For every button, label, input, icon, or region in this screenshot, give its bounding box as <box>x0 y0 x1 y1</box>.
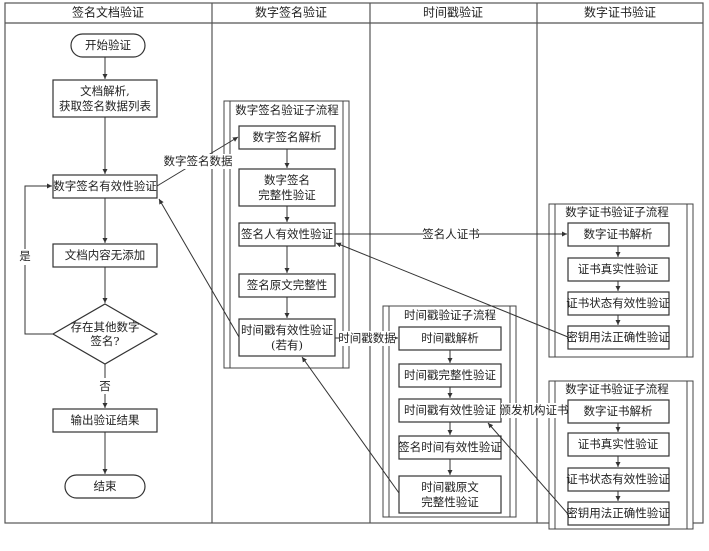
ts-step-parse-label: 时间戳解析 <box>421 331 479 345</box>
sig-validity-label: 数字签名有效性验证 <box>53 179 157 193</box>
end-terminal[interactable] <box>64 474 146 499</box>
ts-step-integrity-label: 时间戳完整性验证 <box>404 368 496 382</box>
cert-b-step-key-usage-label: 密钥用法正确性验证 <box>566 506 670 520</box>
sig-subprocess: 数字签名验证子流程 数字签名解析 数字签名 完整性验证 签名人有效性验证 签名原… <box>223 100 350 369</box>
ts-data-label: 时间戳数据 <box>338 331 396 345</box>
cert-subprocess-b: 数字证书验证子流程 数字证书解析 证书真实性验证 证书状态有效性验证 密钥用法正… <box>548 380 694 530</box>
ts-data-label-bg <box>339 331 395 346</box>
ts-subprocess-title: 时间戳验证子流程 <box>404 308 496 322</box>
start-label: 开始验证 <box>85 38 131 52</box>
sig-step-parse-label: 数字签名解析 <box>253 130 322 144</box>
arrow-ts-result <box>301 356 400 494</box>
cert-a-step-parse-label: 数字证书解析 <box>584 227 653 241</box>
arrow-ts-result-to-sigcheck <box>158 198 240 338</box>
decision-label-line1: 存在其他数字 <box>71 320 140 334</box>
sig-subprocess-title: 数字签名验证子流程 <box>235 103 339 117</box>
ts-step-original-line2: 完整性验证 <box>421 495 479 509</box>
signer-cert-label-bg <box>423 227 479 242</box>
arrow-cert-a-result <box>335 242 569 338</box>
no-additions-label: 文档内容无添加 <box>65 248 146 262</box>
sig-data-label: 数字签名数据 <box>164 154 233 168</box>
cert-subprocess-a: 数字证书验证子流程 数字证书解析 证书真实性验证 证书状态有效性验证 密钥用法正… <box>548 203 694 358</box>
yes-label-bg <box>18 249 32 265</box>
lane-header-certificate: 数字证书验证 <box>584 5 656 20</box>
cross-lane-connectors: 数字签名数据 签名人证书 时间戳数据 颁发机构证书 <box>156 136 569 515</box>
sig-step-integrity[interactable] <box>238 168 336 207</box>
cert-a-step-authentic-label: 证书真实性验证 <box>578 262 659 276</box>
sig-step-integrity-line1: 数字签名 <box>264 173 310 187</box>
cert-a-step-key-usage-label: 密钥用法正确性验证 <box>566 330 670 344</box>
sig-step-original-label: 签名原文完整性 <box>247 278 328 292</box>
start-terminal[interactable] <box>70 33 146 58</box>
no-label-bg <box>97 378 113 394</box>
cert-a-step-key-usage[interactable] <box>567 325 670 350</box>
yes-label: 是 <box>19 249 31 263</box>
issuer-cert-label: 颁发机构证书 <box>500 403 569 417</box>
cert-a-title: 数字证书验证子流程 <box>565 205 669 219</box>
no-label: 否 <box>99 379 111 393</box>
sig-data-label-bg <box>164 154 232 169</box>
decision-label-line2: 签名? <box>90 334 119 348</box>
parse-label-line2: 获取签名数据列表 <box>59 99 151 113</box>
cert-b-step-status-label: 证书状态有效性验证 <box>566 472 670 486</box>
outer-border <box>4 2 704 524</box>
ts-subprocess: 时间戳验证子流程 时间戳解析 时间戳完整性验证 时间戳有效性验证 签名时间有效性… <box>382 305 517 518</box>
sig-step-signer-label: 签名人有效性验证 <box>241 227 333 241</box>
ts-step-original-line1: 时间戳原文 <box>421 480 479 494</box>
output-result-label: 输出验证结果 <box>71 413 140 427</box>
lane-header-signature: 数字签名验证 <box>255 5 327 20</box>
issuer-cert-label-bg <box>501 403 567 418</box>
end-label: 结束 <box>94 479 117 493</box>
sig-step-timestamp[interactable] <box>238 318 336 357</box>
cert-a-step-status-label: 证书状态有效性验证 <box>566 296 670 310</box>
ts-step-sign-time-label: 签名时间有效性验证 <box>398 440 502 454</box>
sig-step-timestamp-line1: 时间戳有效性验证 <box>241 323 333 337</box>
swimlane-frame: 签名文档验证 数字签名验证 时间戳验证 数字证书验证 <box>4 2 704 524</box>
lane-header-document: 签名文档验证 <box>72 5 144 20</box>
cert-b-title: 数字证书验证子流程 <box>565 382 669 396</box>
arrow-cert-b-result <box>487 422 569 515</box>
sig-step-integrity-line2: 完整性验证 <box>258 188 316 202</box>
cert-b-step-parse-label: 数字证书解析 <box>584 404 653 418</box>
lane-header-timestamp: 时间戳验证 <box>423 5 483 20</box>
parse-label-line1: 文档解析, <box>80 84 130 98</box>
ts-step-validity-label: 时间戳有效性验证 <box>404 403 496 417</box>
sig-step-timestamp-line2: (若有) <box>271 338 303 352</box>
signer-cert-label: 签名人证书 <box>422 227 480 241</box>
cert-b-step-authentic-label: 证书真实性验证 <box>578 437 659 451</box>
ts-step-original[interactable] <box>398 475 502 514</box>
main-flow: 开始验证 文档解析, 获取签名数据列表 数字签名有效性验证 文档内容无添加 存在… <box>18 33 159 499</box>
